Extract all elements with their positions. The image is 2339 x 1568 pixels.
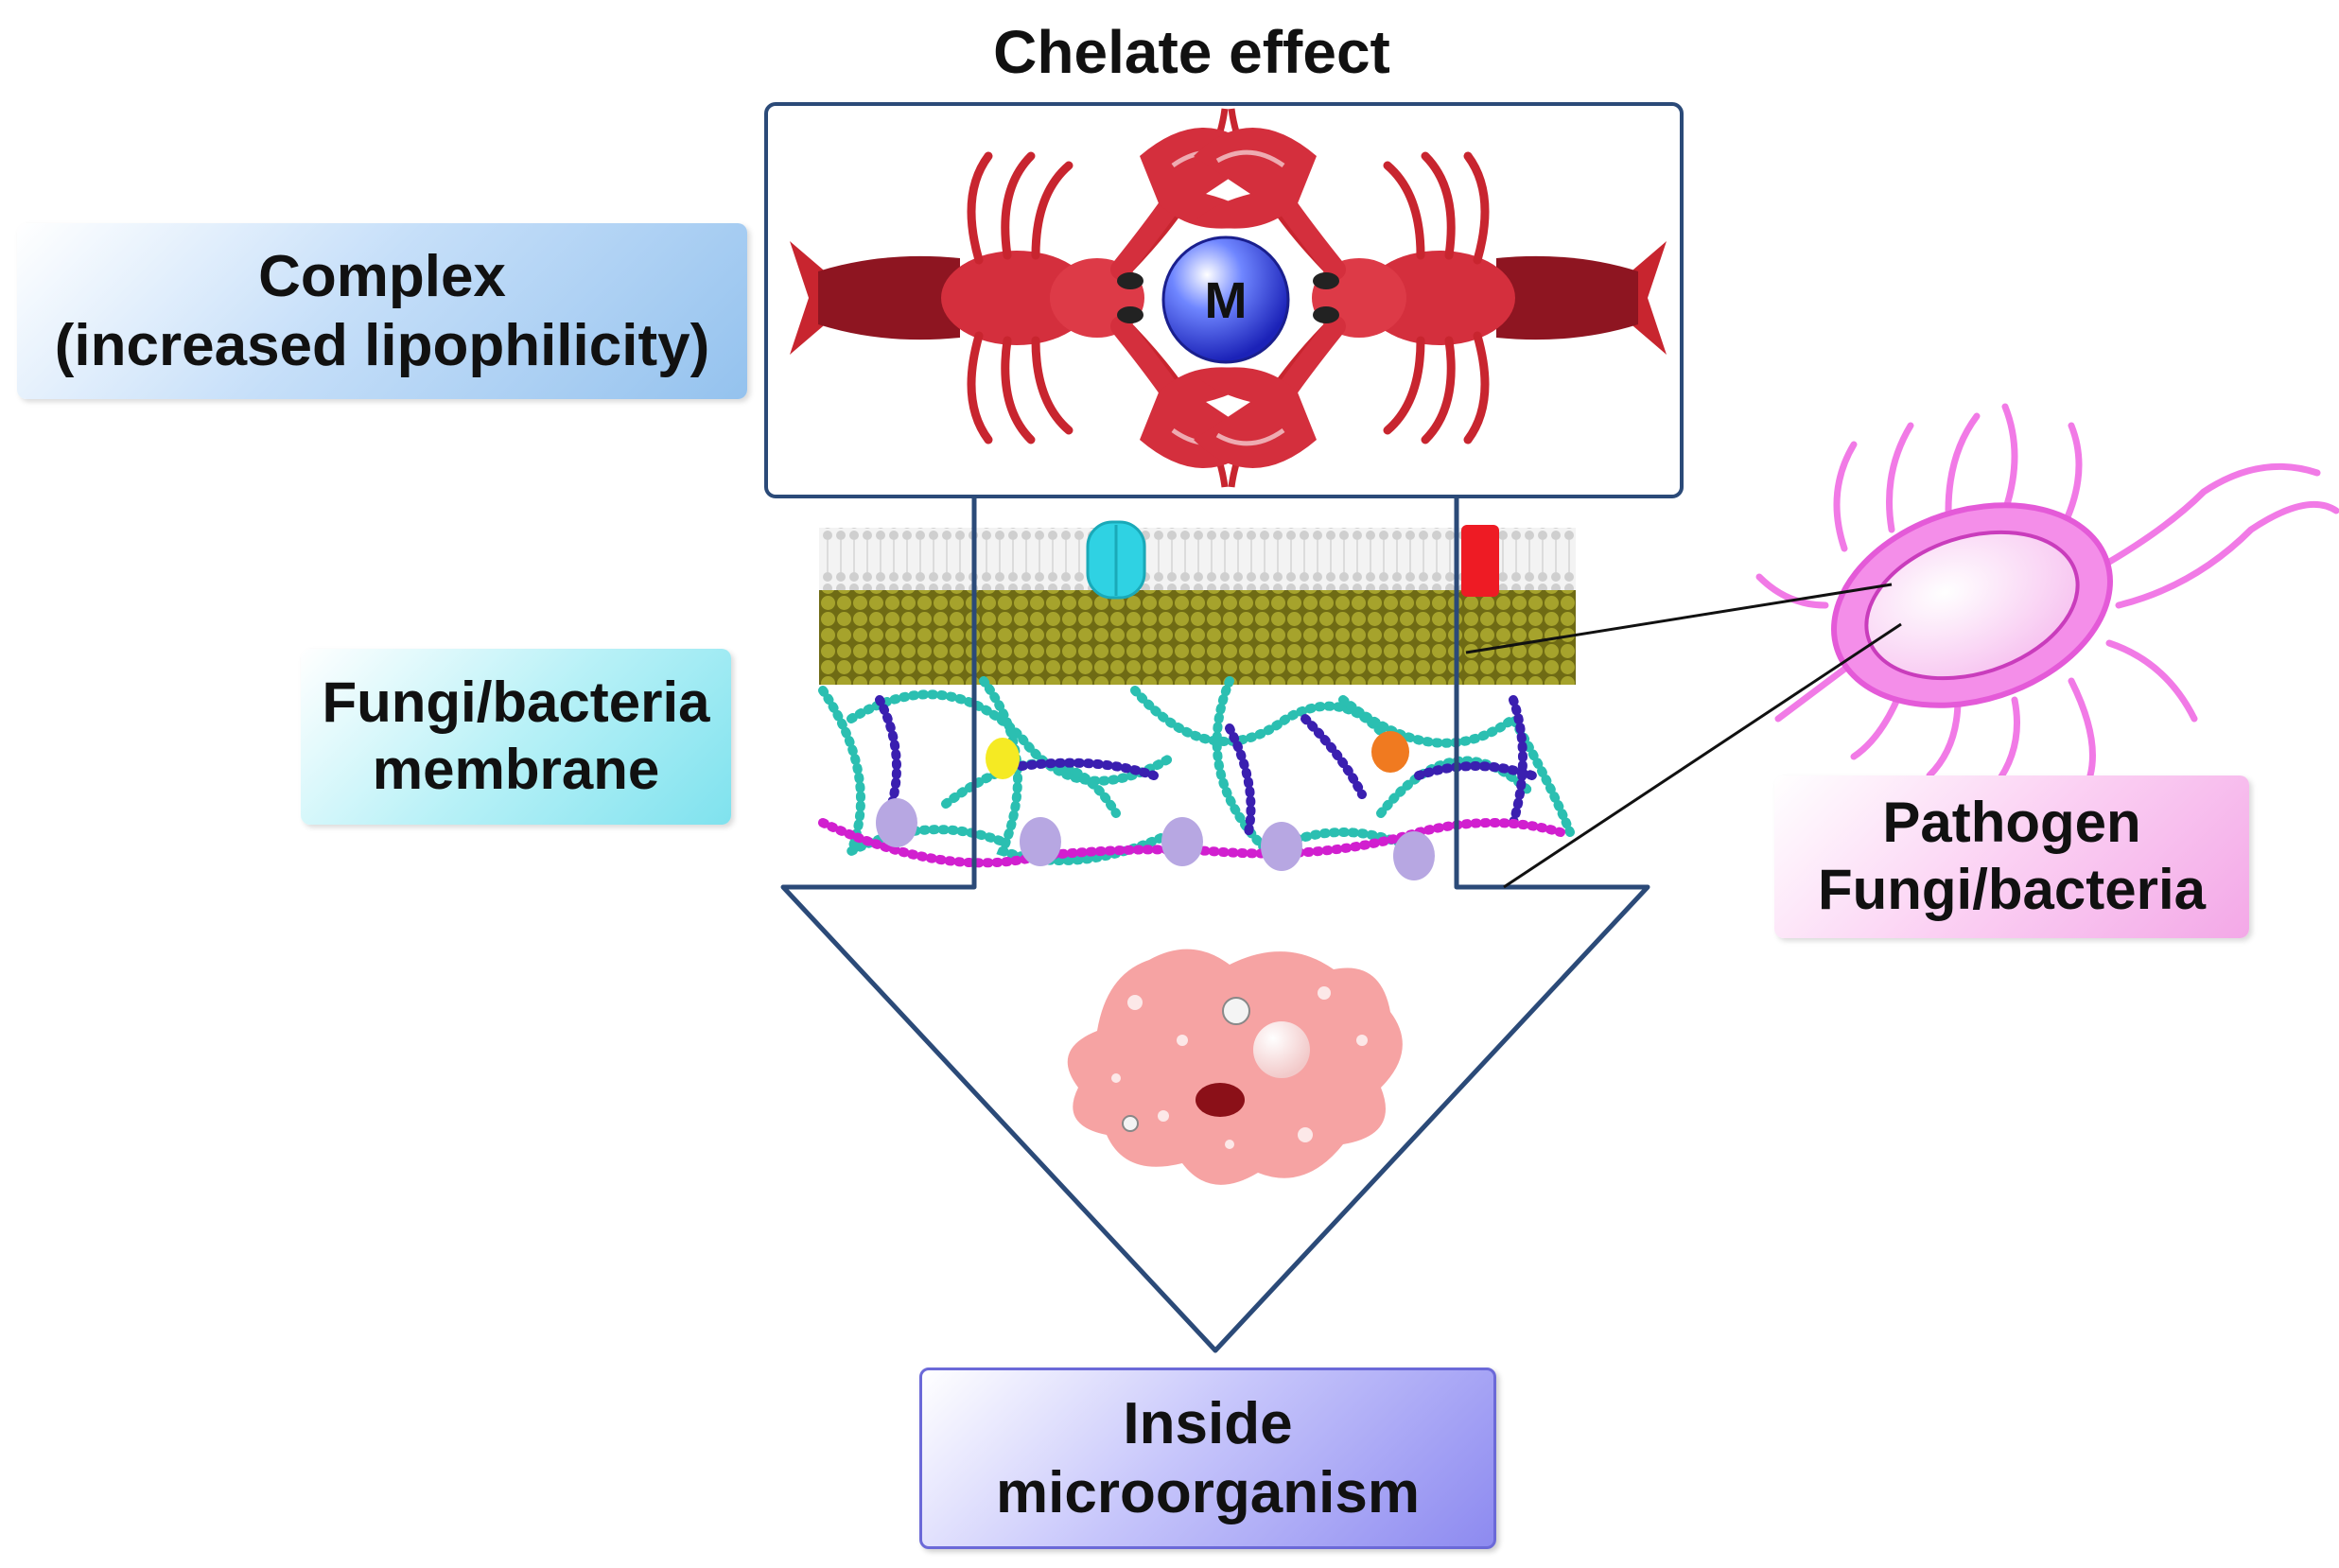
diagram-title: Chelate effect — [993, 18, 1390, 86]
membrane-label: Fungi/bacteria membrane — [301, 649, 731, 825]
complex-label-line-2: (increased lipophilicity) — [54, 313, 710, 378]
inside-microorganism-label: Inside microorganism — [919, 1368, 1496, 1549]
metal-ion-icon — [1161, 235, 1290, 364]
inside-label-line-2: microorganism — [996, 1460, 1420, 1525]
zoom-line-top — [1465, 583, 1893, 654]
membrane-illustration — [818, 520, 1576, 880]
pathogen-label: Pathogen Fungi/bacteria — [1774, 775, 2249, 938]
zoom-line-bottom — [1503, 622, 1902, 889]
inside-label-line-1: Inside — [1123, 1390, 1293, 1456]
metal-symbol: M — [1205, 272, 1248, 329]
membrane-label-line-1: Fungi/bacteria — [322, 671, 710, 735]
pathogen-label-line-2: Fungi/bacteria — [1817, 858, 2207, 921]
complex-label: Complex (increased lipophilicity) — [17, 223, 747, 399]
membrane-label-line-2: membrane — [372, 738, 660, 801]
pathogen-label-line-1: Pathogen — [1882, 791, 2141, 855]
entry-arrow — [780, 497, 1650, 1353]
amoeba-icon — [1067, 949, 1403, 1185]
bacterium-icon — [1755, 403, 2339, 789]
complex-label-line-1: Complex — [258, 243, 506, 309]
